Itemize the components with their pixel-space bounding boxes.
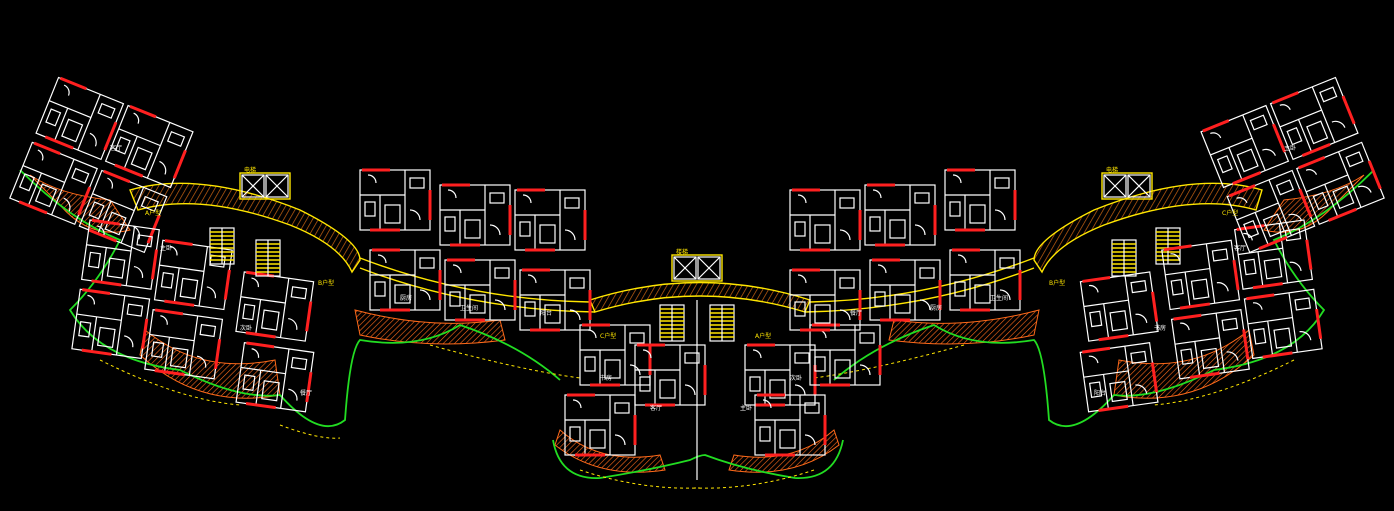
terrace-hatch (554, 429, 666, 473)
room-label: 主卧 (740, 404, 752, 412)
room-label: 书房 (600, 374, 612, 382)
left-wing (8, 75, 195, 254)
unit-type-label: A户型 (755, 332, 771, 340)
unit-type-label: A户型 (145, 209, 161, 217)
core-label: 电梯 (244, 166, 256, 174)
landscape-edge (552, 439, 844, 479)
room-label: 卫生间 (990, 294, 1008, 302)
landscape-edge (19, 169, 561, 428)
room-label: 卫生间 (460, 304, 478, 312)
unit-type-label: C户型 (1222, 209, 1238, 217)
terrace-hatch (354, 309, 506, 345)
room-label: 主卧 (1284, 144, 1296, 152)
room-label: 书房 (1154, 324, 1166, 332)
terrace-hatch (728, 429, 840, 473)
terrace-hatch (139, 329, 281, 399)
room-label: 厨房 (930, 304, 942, 312)
room-label: 次卧 (790, 374, 802, 382)
room-label: 客厅 (110, 144, 122, 152)
room-label: 阳台 (1094, 389, 1106, 397)
core-label: 楼梯 (676, 248, 688, 256)
room-label: 餐厅 (850, 309, 862, 317)
unit-type-label: B户型 (1049, 279, 1065, 287)
corridor-band (589, 281, 811, 313)
right-center-block (788, 168, 1022, 332)
unit-type-label: C户型 (600, 332, 616, 340)
unit-type-label: B户型 (318, 279, 334, 287)
corridor-band (129, 182, 361, 274)
room-label: 餐厅 (300, 389, 312, 397)
room-label: 主卧 (160, 244, 172, 252)
room-labels: 客厅主卧次卧餐厅厨房卫生间阳台书房客厅主卧次卧餐厅厨房卫生间阳台书房客厅主卧A户… (110, 144, 1296, 412)
core-label: 电梯 (1106, 166, 1118, 174)
room-label: 客厅 (1234, 244, 1246, 252)
room-label: 厨房 (400, 294, 412, 302)
room-label: 客厅 (650, 404, 662, 412)
room-label: 次卧 (240, 324, 252, 332)
room-label: 阳台 (540, 309, 552, 317)
landscape-edge (833, 169, 1375, 428)
terrace-hatch (888, 309, 1040, 345)
